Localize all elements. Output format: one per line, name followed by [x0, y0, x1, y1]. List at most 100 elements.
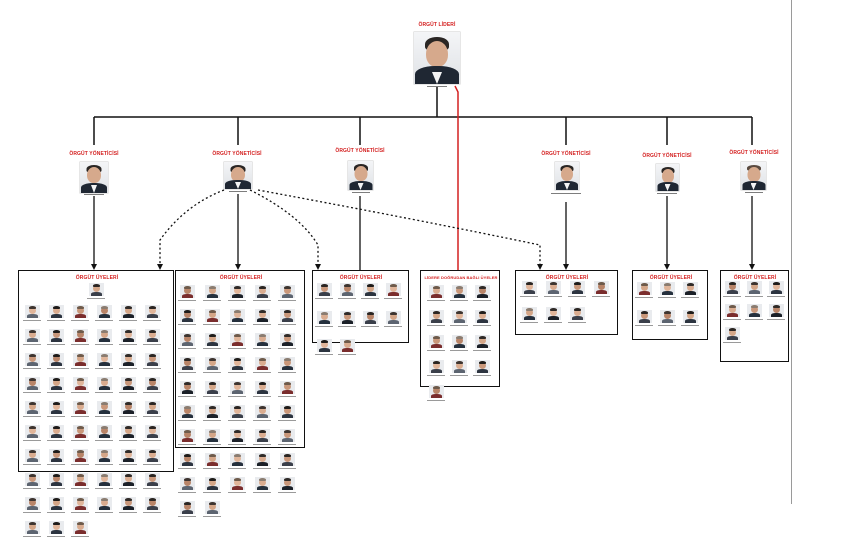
group-7-title: ÖRGÜT ÜYELERİ	[733, 275, 777, 281]
member-caption	[203, 516, 221, 517]
member-portrait	[97, 377, 112, 390]
member-portrait	[97, 329, 112, 342]
member-caption	[178, 396, 196, 397]
member-caption	[71, 368, 89, 369]
member-portrait	[97, 401, 112, 414]
member-caption	[47, 488, 65, 489]
member-portrait	[660, 282, 675, 295]
group-6-title: ÖRGÜT ÜYELERİ	[649, 275, 693, 281]
member-portrait	[255, 381, 270, 394]
member-caption	[95, 488, 113, 489]
member-portrait	[637, 310, 652, 323]
member-caption	[119, 440, 137, 441]
member-caption	[427, 400, 445, 401]
member-portrait	[546, 307, 561, 320]
member-portrait	[180, 453, 195, 466]
member-caption	[23, 512, 41, 513]
member-portrait	[546, 281, 561, 294]
member-caption	[427, 300, 445, 301]
member-portrait	[255, 333, 270, 346]
member-caption	[178, 492, 196, 493]
group-box-1: ÖRGÜT ÜYELERİ	[18, 270, 174, 537]
member-portrait	[255, 453, 270, 466]
root-title: ÖRGÜT LİDERİ	[418, 22, 456, 28]
member-caption	[23, 320, 41, 321]
member-caption	[228, 444, 246, 445]
member-caption	[95, 464, 113, 465]
member-caption	[95, 416, 113, 417]
member-portrait	[73, 305, 88, 318]
member-portrait	[205, 357, 220, 370]
member-portrait	[121, 449, 136, 462]
member-portrait	[475, 310, 490, 323]
member-portrait	[386, 283, 401, 296]
member-caption	[450, 300, 468, 301]
member-portrait	[205, 309, 220, 322]
dotted-link-group3	[249, 189, 319, 268]
member-caption	[473, 350, 491, 351]
member-portrait	[121, 473, 136, 486]
member-portrait	[49, 377, 64, 390]
member-portrait	[280, 429, 295, 442]
member-portrait	[180, 357, 195, 370]
member-caption	[278, 468, 296, 469]
member-caption	[681, 325, 699, 326]
member-caption	[71, 464, 89, 465]
member-caption	[71, 488, 89, 489]
manager-2-title: ÖRGÜT YÖNETİCİSİ	[212, 151, 262, 157]
member-portrait	[145, 473, 160, 486]
member-portrait	[97, 449, 112, 462]
member-caption	[47, 416, 65, 417]
member-portrait	[522, 307, 537, 320]
member-portrait	[317, 283, 332, 296]
member-caption	[143, 416, 161, 417]
member-caption	[143, 512, 161, 513]
member-caption	[143, 440, 161, 441]
group-4-title: LİDERE DOĞRUDAN BAĞLI ÜYELER	[424, 275, 498, 280]
member-portrait	[280, 357, 295, 370]
group-box-4: LİDERE DOĞRUDAN BAĞLI ÜYELER	[420, 270, 500, 401]
org-connectors	[91, 85, 755, 282]
member-portrait	[570, 281, 585, 294]
manager-1-caption	[84, 194, 104, 195]
member-portrait	[255, 357, 270, 370]
member-portrait	[49, 473, 64, 486]
member-portrait	[121, 425, 136, 438]
member-caption	[178, 468, 196, 469]
member-caption	[338, 326, 356, 327]
manager-1-portrait	[80, 162, 108, 193]
member-caption	[315, 326, 333, 327]
member-caption	[143, 368, 161, 369]
member-caption	[473, 300, 491, 301]
member-portrait	[769, 304, 784, 317]
member-portrait	[73, 521, 88, 534]
member-portrait	[121, 377, 136, 390]
leader-portrait	[414, 32, 460, 84]
member-portrait	[25, 425, 40, 438]
member-portrait	[73, 425, 88, 438]
member-portrait	[73, 449, 88, 462]
manager-6-portrait	[741, 162, 766, 190]
member-portrait	[660, 310, 675, 323]
member-portrait	[205, 381, 220, 394]
member-caption	[278, 348, 296, 349]
member-caption	[450, 375, 468, 376]
member-caption	[658, 297, 676, 298]
member-portrait	[97, 305, 112, 318]
member-caption	[47, 368, 65, 369]
member-caption	[361, 326, 379, 327]
member-portrait	[145, 425, 160, 438]
member-portrait	[522, 281, 537, 294]
member-caption	[71, 512, 89, 513]
member-caption	[253, 444, 271, 445]
member-portrait	[230, 333, 245, 346]
member-caption	[767, 296, 785, 297]
member-portrait	[429, 385, 444, 398]
member-caption	[568, 322, 586, 323]
member-caption	[47, 344, 65, 345]
manager-4-title: ÖRGÜT YÖNETİCİSİ	[541, 151, 591, 157]
member-caption	[178, 324, 196, 325]
member-portrait	[594, 281, 609, 294]
member-portrait	[180, 405, 195, 418]
member-caption	[71, 440, 89, 441]
